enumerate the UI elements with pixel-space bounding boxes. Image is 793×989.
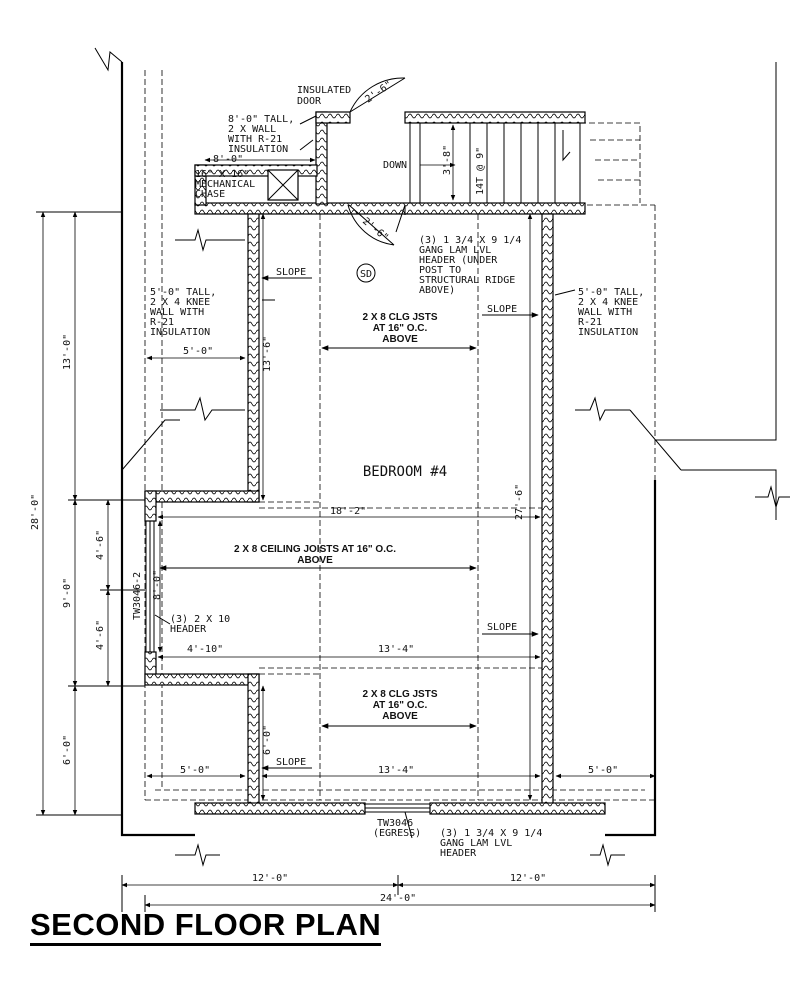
knee-left-note-5: INSULATION xyxy=(150,327,210,338)
joists-bottom-note-1: 2 X 8 CLG JSTS xyxy=(362,689,437,700)
dim-8ft: 8'-0" xyxy=(213,154,243,165)
knee-left-note-3: WALL WITH xyxy=(150,307,204,318)
dim-9ft: 9'-0" xyxy=(62,578,73,608)
dim-4ft-6-lower: 4'-6" xyxy=(95,620,106,650)
chase-note-2: MECHANICAL xyxy=(195,179,255,190)
dim-13ft-4-mid: 13'-4" xyxy=(378,644,414,655)
slope-label-mid-right: SLOPE xyxy=(487,622,517,633)
knee-right-note-1: 5'-0" TALL, xyxy=(578,287,644,298)
chase-note-1: 16" X 16" xyxy=(195,169,249,180)
insulated-door-label-1: INSULATED xyxy=(297,85,351,96)
dim-12ft-left: 12'-0" xyxy=(252,873,288,884)
bottom-header-note-2: GANG LAM LVL xyxy=(440,838,512,849)
stair-down-label: DOWN xyxy=(383,160,407,171)
joists-top-note-3: ABOVE xyxy=(382,334,418,345)
dim-8ft-window: 8'-0" xyxy=(152,570,163,600)
knee-right-note-3: WALL WITH xyxy=(578,307,632,318)
knee-walls xyxy=(144,213,606,815)
drawing-title: SECOND FLOOR PLAN xyxy=(30,908,382,946)
dim-28ft: 28'-0" xyxy=(30,494,41,530)
dim-5ft-bottom-right: 5'-0" xyxy=(588,765,618,776)
side-header-note-2: HEADER xyxy=(170,624,207,635)
knee-right-note-5: INSULATION xyxy=(578,327,638,338)
joists-bottom-note-2: AT 16" O.C. xyxy=(373,700,428,711)
egress-window-tag-1: TW3046 xyxy=(377,818,413,829)
dim-24ft: 24'-0" xyxy=(380,893,416,904)
dim-27ft-6: 27'-6" xyxy=(514,484,525,520)
slope-label-bottom-left: SLOPE xyxy=(276,757,306,768)
smoke-detector-symbol xyxy=(356,263,376,283)
bottom-header-note-3: HEADER xyxy=(440,848,477,859)
dimension-labels: 5'-0" 13'-6" 18'-2" 27'-6" 8'-0" 4'-10" … xyxy=(30,334,618,904)
dim-6ft-outer: 6'-0" xyxy=(62,735,73,765)
wall-8ft-note-2: 2 X WALL xyxy=(228,124,276,135)
header-top-note-2: GANG LAM LVL xyxy=(419,245,491,256)
dim-4ft-6-upper: 4'-6" xyxy=(95,530,106,560)
span-arrows xyxy=(36,115,656,912)
stair-width-dim: 3'-8" xyxy=(442,145,453,175)
joists-top-note-1: 2 X 8 CLG JSTS xyxy=(362,312,437,323)
dim-13ft-4-bottom: 13'-4" xyxy=(378,765,414,776)
egress-window-tag-2: (EGRESS) xyxy=(373,828,421,839)
break-symbols xyxy=(160,228,790,867)
room-name: BEDROOM #4 xyxy=(363,464,447,480)
dim-18ft-2: 18'-2" xyxy=(330,506,366,517)
dim-4ft-10: 4'-10" xyxy=(187,644,223,655)
dim-12ft-right: 12'-0" xyxy=(510,873,546,884)
header-top-note-3: HEADER (UNDER xyxy=(419,255,498,266)
outer-building-outline xyxy=(94,47,777,837)
insulated-door-label-2: DOOR xyxy=(297,96,322,107)
knee-left-note-2: 2 X 4 KNEE xyxy=(150,297,210,308)
wall-8ft-note-3: WITH R-21 xyxy=(228,134,282,145)
knee-left-note-1: 5'-0" TALL, xyxy=(150,287,216,298)
header-top-note-1: (3) 1 3/4 X 9 1/4 xyxy=(419,235,521,246)
side-window-tag: TW3046-2 xyxy=(132,572,143,620)
bottom-header-note-1: (3) 1 3/4 X 9 1/4 xyxy=(440,828,542,839)
joists-top-note-2: AT 16" O.C. xyxy=(373,323,428,334)
knee-right-note-4: R-21 xyxy=(578,317,602,328)
side-header-note-1: (3) 2 X 10 xyxy=(170,614,230,625)
dim-13ft-6: 13'-6" xyxy=(262,336,273,372)
header-top-note-6: ABOVE) xyxy=(419,285,455,296)
dim-13ft: 13'-0" xyxy=(62,334,73,370)
header-top-note-4: POST TO xyxy=(419,265,461,276)
joists-mid-note-2: ABOVE xyxy=(297,555,333,566)
upper-walls xyxy=(194,77,641,246)
dim-5ft-bottom-left: 5'-0" xyxy=(180,765,210,776)
slope-label-top-right: SLOPE xyxy=(487,304,517,315)
knee-left-note-4: R-21 xyxy=(150,317,174,328)
joists-mid-note-1: 2 X 8 CEILING JOISTS AT 16" O.C. xyxy=(234,544,396,555)
wall-8ft-note-1: 8'-0" TALL, xyxy=(228,114,294,125)
wall-8ft-note-4: INSULATION xyxy=(228,144,288,155)
dim-6ft-inner: 6'-0" xyxy=(262,725,273,755)
dim-5ft-left: 5'-0" xyxy=(183,346,213,357)
notes-layer: INSULATED DOOR 2'-6" 2'-6" 8'-0" TALL, 2… xyxy=(132,79,644,859)
joists-bottom-note-3: ABOVE xyxy=(382,711,418,722)
stair-treads-note: 14T @ 9" xyxy=(475,147,486,195)
header-top-note-5: STRUCTURAL RIDGE xyxy=(419,275,515,286)
slope-label-top-left: SLOPE xyxy=(276,267,306,278)
knee-right-note-2: 2 X 4 KNEE xyxy=(578,297,638,308)
chase-note-3: CHASE xyxy=(195,189,225,200)
smoke-detector-label: SD xyxy=(360,269,372,280)
